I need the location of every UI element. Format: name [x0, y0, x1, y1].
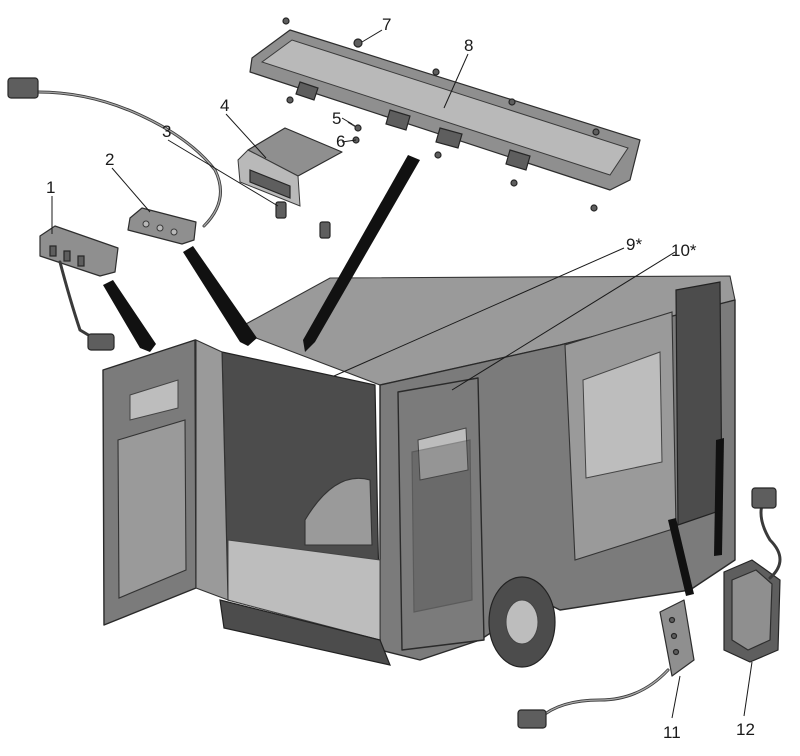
part-12-interior-lamp	[723, 487, 782, 663]
connector-plug	[7, 77, 39, 99]
callout-3: 3	[162, 122, 171, 141]
callout-8: 8	[464, 36, 473, 55]
assembly-arrows	[103, 155, 724, 596]
callout-7: 7	[382, 15, 391, 34]
part-11-switch-harness	[517, 599, 695, 729]
part-1-lamp-unit	[39, 225, 119, 277]
part-8-roof-trim-strip	[249, 17, 641, 212]
callout-2: 2	[105, 150, 114, 169]
arrow-12	[714, 438, 724, 556]
leader-lines	[51, 29, 753, 719]
van-body	[102, 275, 736, 668]
callout-labels: 1 2 3 4 5 6 7 8 9* 10* 11 12	[46, 15, 755, 742]
callout-10: 10*	[671, 241, 697, 260]
callout-5: 5	[332, 109, 341, 128]
part-2-switch-unit	[127, 207, 197, 245]
callout-11: 11	[663, 723, 681, 742]
callout-4: 4	[220, 96, 229, 115]
arrow-11	[668, 518, 694, 596]
callout-12: 12	[736, 720, 755, 739]
arrow-1	[103, 280, 156, 352]
arrow-8	[303, 155, 420, 352]
part-3-bolts	[275, 201, 331, 239]
part-7-clip	[353, 38, 363, 48]
arrow-2	[183, 246, 257, 346]
callout-6: 6	[336, 132, 345, 151]
part-4-bracket-plate	[237, 127, 343, 207]
callout-1: 1	[46, 178, 55, 197]
callout-9: 9*	[626, 235, 642, 254]
